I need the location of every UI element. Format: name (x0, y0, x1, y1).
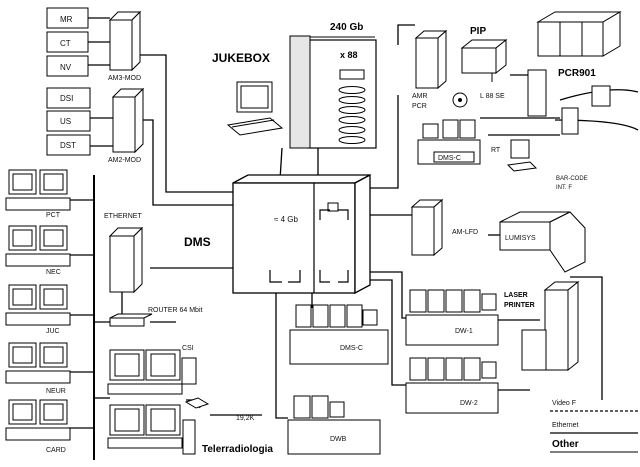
modality-label-us: US (60, 117, 71, 126)
lumisys-label: LUMISYS (505, 235, 536, 242)
workstation-label-neur: NEUR (46, 388, 66, 395)
amr-label: AMR (412, 93, 428, 100)
router-device: ROUTER 64 Mbit (109, 307, 203, 327)
csi-workstation: CSI (107, 345, 197, 395)
dms-console2-label: DMS-C (340, 345, 363, 352)
workstation-nec: NEC (5, 225, 71, 276)
dms-console-label: DMS-C (438, 155, 461, 162)
legend-row-1: Video F (552, 400, 576, 407)
kbps-label: 19,2K (236, 415, 255, 422)
ethernet-label: ETHERNET (104, 213, 142, 220)
workstation-label-pct: PCT (46, 212, 61, 219)
interface-label: INT. F (556, 185, 572, 191)
laser-printer: LASER PRINTER (504, 280, 580, 372)
amr-pcr-server: AMR PCR (412, 29, 448, 110)
am3-label: AM3-MOD (108, 75, 141, 82)
workstation-neur: NEUR (5, 342, 71, 395)
jukebox-title: JUKEBOX (212, 51, 270, 65)
teleradiology-workstation: 19,2K Telerradiologia (107, 397, 273, 455)
optical-disc-icon: L 88 SE (452, 92, 505, 108)
laser-label: LASER (504, 292, 528, 299)
am3-mod-server: AM3-MOD (108, 10, 142, 82)
workstation-label-card: CARD (46, 447, 66, 454)
am-lfd-label: AM-LFD (452, 229, 478, 236)
optical-disk-stack (338, 86, 366, 144)
modality-label-dsi: DSI (60, 94, 73, 103)
dw1-label: DW-1 (455, 328, 473, 335)
l88-label: L 88 SE (480, 93, 505, 100)
diagnostic-workstation-2: DW-2 (405, 357, 499, 414)
dwb-label: DWB (330, 436, 347, 443)
dw2-label: DW-2 (460, 400, 478, 407)
printer-label: PRINTER (504, 302, 535, 309)
pcr901-unit: PCR901 (527, 11, 622, 135)
workstation-card: CARD (5, 399, 71, 454)
dms-server: ≈ 4 Gb DMS (184, 173, 371, 295)
workstation-juc: JUC (5, 284, 71, 335)
ethernet-server (108, 226, 144, 294)
modality-label-mr: MR (60, 15, 73, 24)
dms-storage-label: ≈ 4 Gb (274, 215, 299, 224)
rt-station: RT BAR-CODE INT. F (491, 139, 588, 191)
rt-label: RT (491, 147, 501, 154)
modality-label-nv: NV (60, 63, 72, 72)
jukebox-capacity: 240 Gb (330, 22, 363, 33)
lumisys-scanner: LUMISYS (499, 211, 586, 273)
diagnostic-workstation-1: DW-1 (405, 289, 499, 346)
am2-label: AM2-MOD (108, 157, 141, 164)
csi-label: CSI (182, 345, 194, 352)
diagnostic-workstation-b: DWB (287, 395, 381, 455)
am-lfd-server: AM-LFD (410, 198, 478, 257)
modality-group-top: MR CT NV (46, 7, 89, 77)
jukebox: JUKEBOX 240 Gb x 88 (212, 22, 377, 149)
pip-server: PIP (460, 26, 508, 82)
modality-label-ct: CT (60, 39, 71, 48)
am2-mod-server: AM2-MOD (108, 87, 145, 164)
router-label: ROUTER 64 Mbit (148, 307, 203, 314)
pcr-sub-label: PCR (412, 103, 427, 110)
legend-row-2: Ethernet (552, 422, 579, 429)
legend: Video F Ethernet Other (552, 400, 579, 450)
bar-code-label: BAR-CODE (556, 176, 588, 182)
pip-label: PIP (470, 26, 486, 37)
legend-row-3: Other (552, 439, 579, 450)
modality-label-dst: DST (60, 141, 76, 150)
workstation-label-juc: JUC (46, 328, 60, 335)
teleradiology-label: Telerradiologia (202, 444, 273, 455)
dms-title: DMS (184, 235, 211, 249)
dms-console-middle: DMS-C (289, 304, 389, 365)
workstation-pct: PCT (5, 169, 71, 219)
jukebox-disk-count: x 88 (340, 50, 358, 60)
workstation-label-nec: NEC (46, 269, 61, 276)
jukebox-workstation (226, 81, 284, 136)
pcr-label: PCR901 (558, 68, 596, 79)
dms-console-top: DMS-C (417, 119, 481, 165)
modality-group-mid: DSI US DST (46, 87, 91, 156)
